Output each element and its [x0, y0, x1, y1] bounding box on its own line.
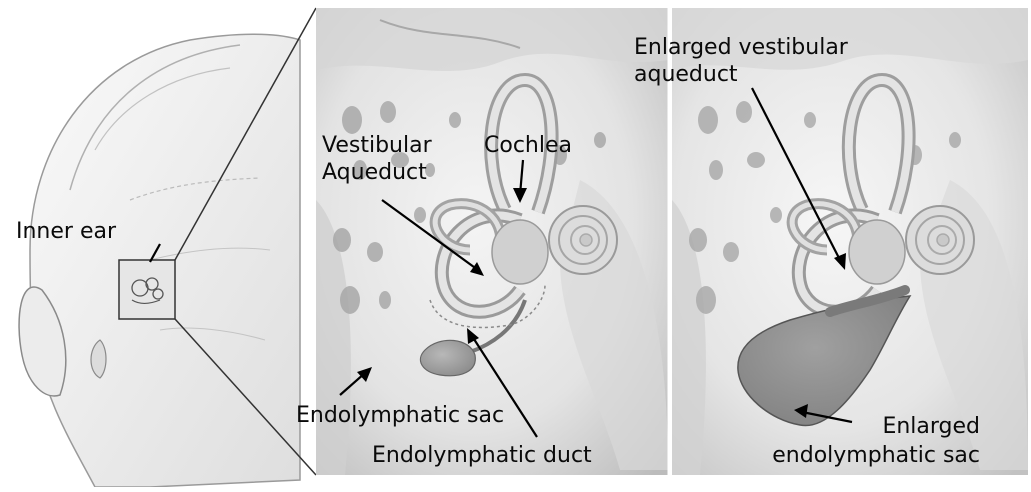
- label-enlarged-endolymphatic-sac-line2: endolymphatic sac: [760, 443, 980, 468]
- inner-ear-inset-box: [119, 260, 175, 319]
- label-enlarged-endolymphatic-sac-line1: Enlarged: [840, 414, 980, 439]
- label-endolymphatic-sac: Endolymphatic sac: [296, 403, 504, 428]
- label-enlarged-vestibular-aqueduct-line2: aqueduct: [634, 62, 738, 87]
- label-vestibular-aqueduct-line2: Aqueduct: [322, 160, 427, 185]
- label-vestibular-aqueduct-line1: Vestibular: [322, 133, 432, 158]
- label-cochlea: Cochlea: [484, 133, 572, 158]
- label-enlarged-vestibular-aqueduct-line1: Enlarged vestibular: [634, 35, 848, 60]
- label-inner-ear: Inner ear: [16, 219, 116, 244]
- label-endolymphatic-duct: Endolymphatic duct: [372, 443, 592, 468]
